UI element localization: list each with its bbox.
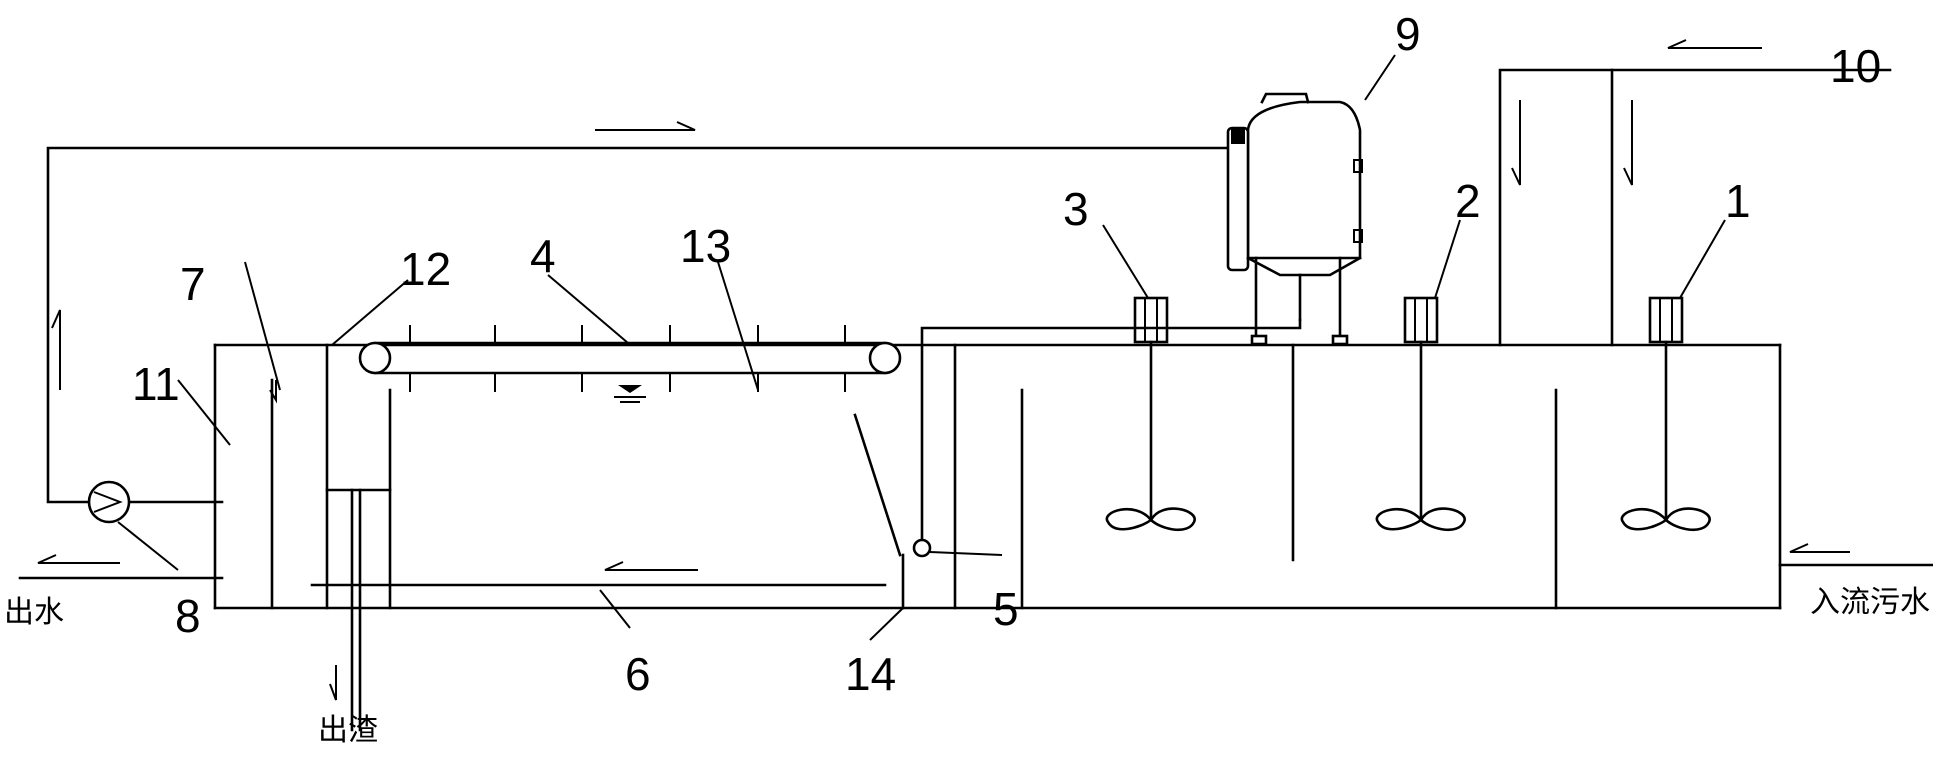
dosing-tank [1226,92,1363,346]
stirrer-1 [1620,296,1711,532]
scraper-blades [409,325,846,392]
inflow-sewage-label: 入流污水 [1810,585,1930,620]
number-labels: 1 2 3 4 5 6 7 8 9 10 11 12 13 14 [132,8,1881,700]
label-10: 10 [1830,40,1881,92]
chemical-feed-pipes [1498,68,1892,347]
belt-scraper [358,325,902,403]
stirrer-2 [1375,296,1466,532]
label-8: 8 [175,590,201,642]
outlet-slag-label: 出渣 [318,713,378,748]
label-5: 5 [993,583,1019,635]
water-level-symbol [614,385,646,403]
stirrer-3 [1105,296,1196,532]
stirrers [1105,296,1711,532]
internal-walls [270,343,1558,610]
label-11: 11 [132,358,180,410]
belt-roller-left [358,341,392,375]
leader-lines [117,54,1825,641]
label-9: 9 [1395,8,1421,60]
label-6: 6 [625,648,651,700]
label-13: 13 [680,220,731,272]
label-1: 1 [1725,175,1751,227]
label-12: 12 [400,243,451,295]
recycle-pipe [18,146,1237,580]
dosing-pipe [920,318,1302,550]
label-14: 14 [845,648,896,700]
label-7: 7 [180,258,206,310]
label-4: 4 [530,230,556,282]
slag-hopper [325,488,392,732]
label-3: 3 [1063,183,1089,235]
inclined-plate [853,413,902,557]
main-tank [213,343,1782,610]
label-2: 2 [1455,175,1481,227]
outlet-water-label: 出水 [4,595,64,630]
pump [87,480,131,524]
flow-arrows [37,39,1850,701]
belt-roller-right [868,341,902,375]
diffuser-5 [912,538,932,558]
text-labels: 出水 出渣 入流污水 [4,585,1930,748]
